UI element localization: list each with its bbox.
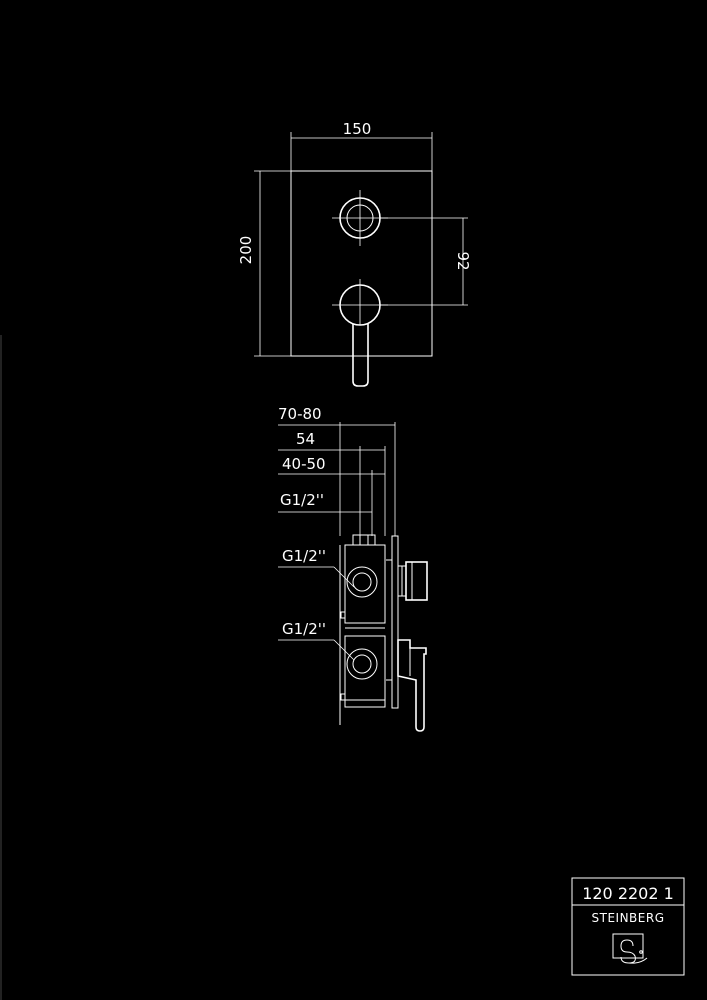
upper-mount-lug	[340, 611, 346, 619]
thread-bottom-leader-d	[333, 639, 355, 661]
thread-mid-label: G1/2''	[282, 547, 326, 565]
lever-side-profile	[397, 639, 427, 732]
title-block-frame	[571, 877, 685, 976]
article-number: 120 2202 1	[582, 884, 674, 903]
wall-plate	[391, 535, 399, 709]
top-connector	[352, 534, 376, 546]
front-view: 150 200 92	[237, 120, 472, 387]
spacing-label: 92	[454, 251, 472, 270]
height-label: 200	[237, 236, 255, 265]
thread-mid-leader-d	[333, 566, 355, 588]
lower-port-inner	[352, 654, 372, 674]
cover-plate	[290, 170, 433, 357]
brand-name: STEINBERG	[592, 911, 665, 925]
lower-port-outer	[346, 648, 378, 680]
inner-range-label: 40-50	[282, 455, 326, 473]
thread-bottom-label: G1/2''	[282, 620, 326, 638]
brand-logo-icon	[612, 933, 648, 964]
depth-range-label: 70-80	[278, 405, 322, 423]
depth-label: 54	[296, 430, 315, 448]
valve-body-upper	[344, 544, 386, 624]
title-block: 120 2202 1 STEINBERG	[571, 877, 685, 976]
lever-handle	[352, 324, 369, 387]
valve-body-lower	[344, 635, 386, 701]
width-label: 150	[343, 120, 372, 138]
upper-port-inner	[352, 572, 372, 592]
top-knob-side	[405, 561, 428, 601]
valve-body-base	[344, 699, 386, 708]
upper-port-outer	[346, 566, 378, 598]
side-view: 70-80 54 40-50 G1/2''	[278, 405, 428, 732]
lower-mount-lug	[340, 693, 346, 701]
thread-top-label: G1/2''	[280, 491, 324, 509]
